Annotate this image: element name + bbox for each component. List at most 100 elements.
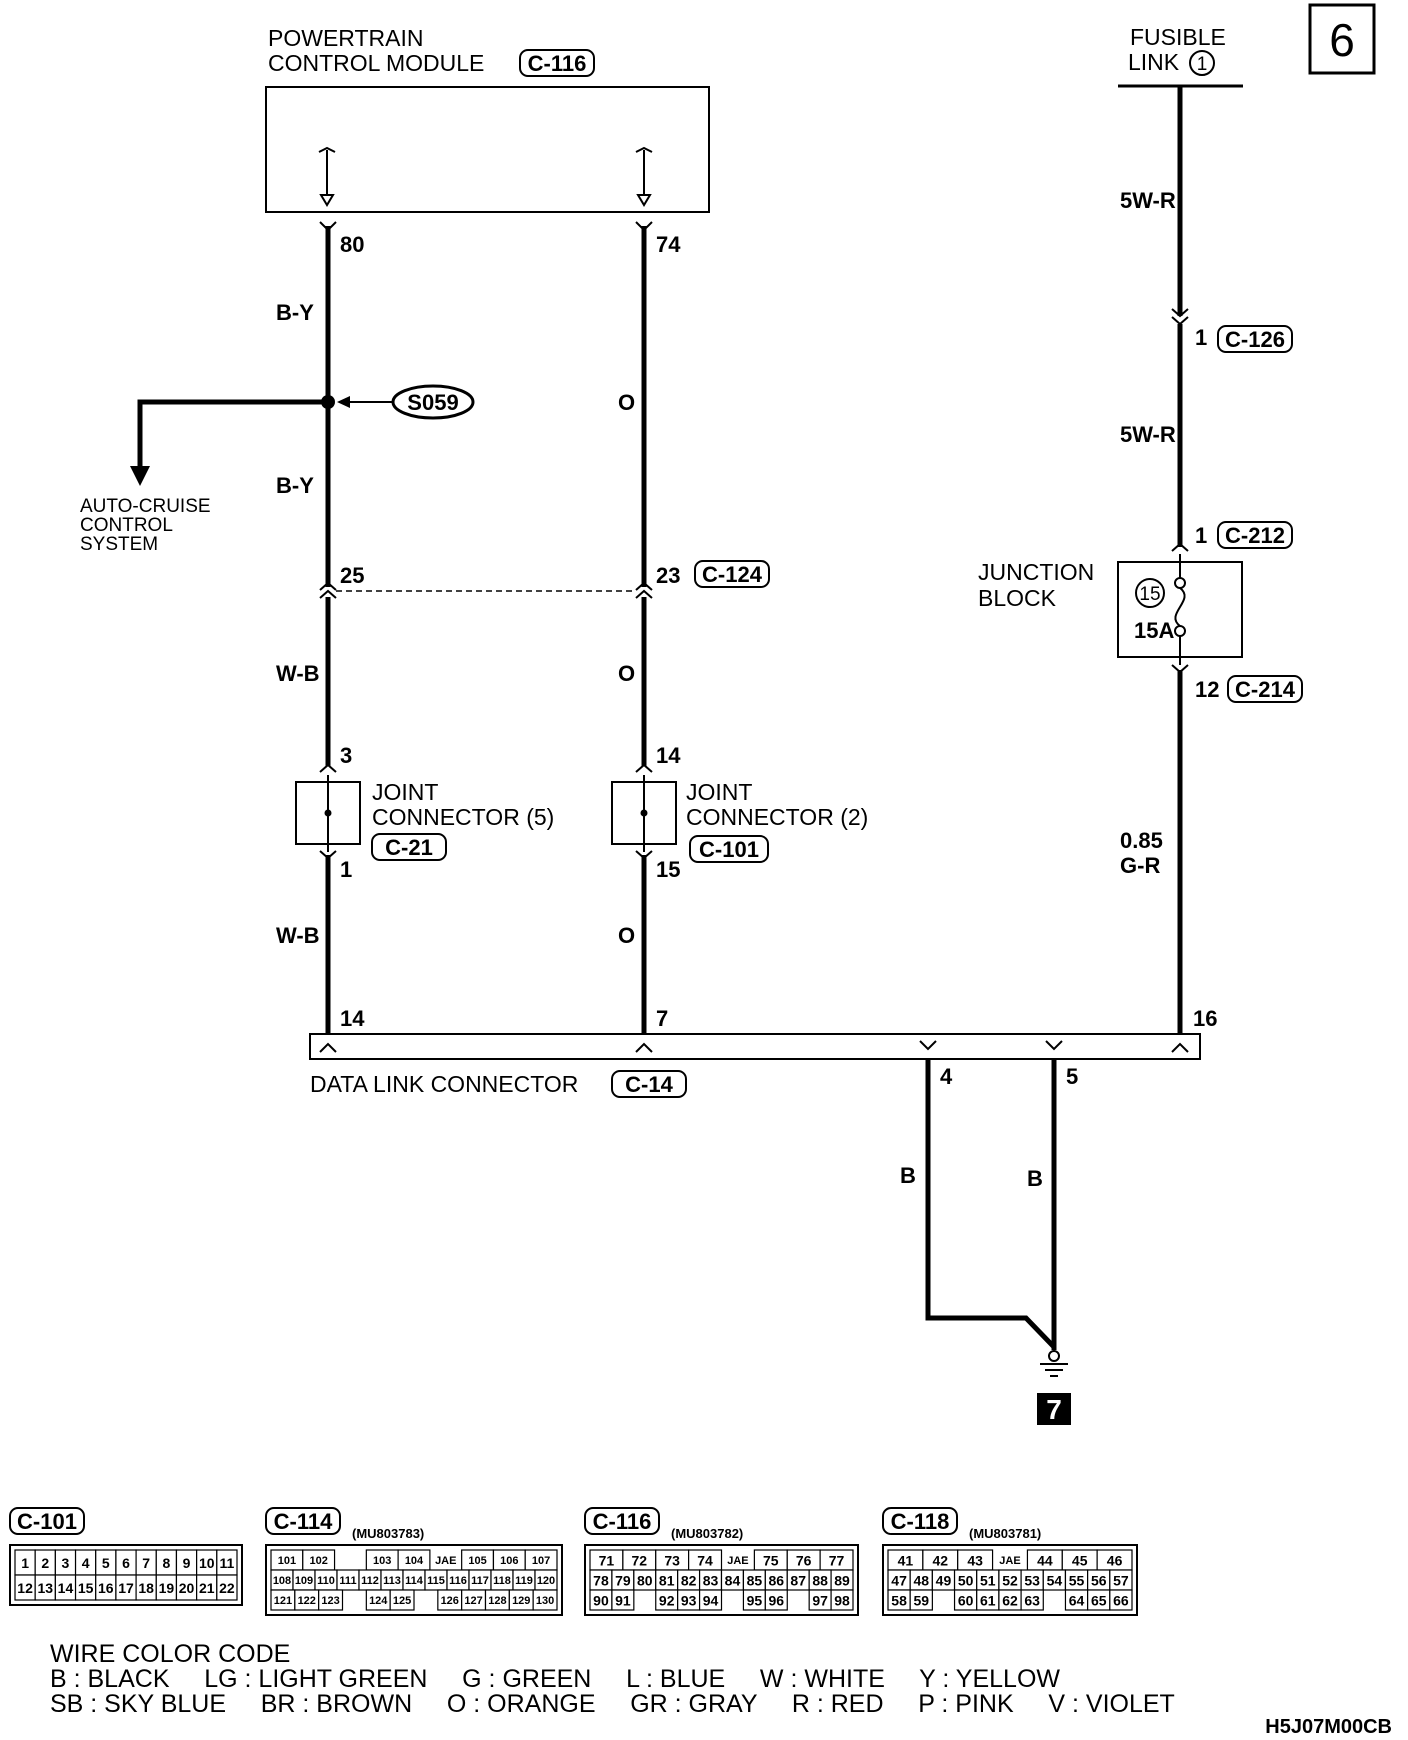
pin-c212-label: 1 — [1195, 523, 1207, 548]
pin-14-jc2-label: 14 — [656, 743, 681, 768]
connector-pin-number: 47 — [891, 1572, 907, 1588]
junction-block-line1: JUNCTION — [978, 559, 1094, 585]
c126-connector-label: C-126 — [1225, 327, 1285, 352]
pcm-title-line1: POWERTRAIN — [268, 25, 423, 51]
wire-a4-color: W-B — [276, 923, 320, 948]
joint-connector-2-line2: CONNECTOR (2) — [686, 804, 868, 830]
connector-pin-number: 48 — [913, 1572, 929, 1588]
dlc-pin-mark-5 — [1045, 1040, 1063, 1051]
connector-pin-number: 77 — [829, 1552, 845, 1568]
pin-1-jc5-label: 1 — [340, 857, 352, 882]
connector-pin-number: 19 — [159, 1580, 175, 1596]
connector-view-tag — [9, 1507, 85, 1535]
connector-pin-number: 52 — [1002, 1572, 1018, 1588]
connector-view-id: C-101 — [17, 1509, 77, 1534]
data-link-connector-label: DATA LINK CONNECTOR — [310, 1071, 578, 1097]
connector-view-id: C-114 — [274, 1509, 333, 1534]
branch-to-auto-cruise — [137, 399, 328, 470]
connector-view-id: C-116 — [593, 1509, 652, 1534]
pin-c214-label: 12 — [1195, 677, 1219, 702]
c101-connector-label: C-101 — [699, 837, 759, 862]
connector-pin-number: 87 — [790, 1572, 806, 1588]
connector-pin-number: 21 — [199, 1580, 215, 1596]
connector-pin-number: 66 — [1113, 1592, 1129, 1608]
connector-pin-number: 85 — [747, 1572, 763, 1588]
connector-pin-number: JAE — [727, 1555, 748, 1567]
connector-cavity — [611, 1589, 635, 1611]
wire-color-code-line1: B : BLACK LG : LIGHT GREEN G : GREEN L :… — [50, 1665, 1060, 1693]
connector-pin-number: 11 — [220, 1555, 235, 1571]
connector-pin-number: 51 — [980, 1572, 996, 1588]
connector-pin-number: 83 — [703, 1572, 719, 1588]
auto-cruise-line2: CONTROL — [80, 515, 173, 536]
wire-c2-color: 5W-R — [1120, 422, 1176, 447]
splice-pointer-arrow — [337, 396, 350, 408]
c101-connector-tag — [689, 835, 769, 863]
connector-pin-number: 53 — [1024, 1572, 1040, 1588]
connector-pin-number: 112 — [361, 1575, 379, 1587]
connector-pin-number: 110 — [317, 1575, 335, 1587]
connector-pin-number: 75 — [763, 1552, 779, 1568]
c214-connector-tag — [1227, 675, 1303, 703]
pin-mark-25-bottom — [319, 589, 337, 599]
connector-pin-number: 107 — [532, 1555, 550, 1567]
wire-c1-color: 5W-R — [1120, 188, 1176, 213]
pin-25-label: 25 — [340, 563, 364, 588]
connector-pin-number: 104 — [405, 1555, 424, 1567]
connector-pin-number: 63 — [1024, 1592, 1040, 1608]
connector-pin-number: 71 — [599, 1552, 615, 1568]
connector-pin-number: 80 — [637, 1572, 653, 1588]
auto-cruise-line1: AUTO-CRUISE — [80, 496, 211, 517]
connector-pin-number: 111 — [339, 1575, 356, 1587]
wire-b1-color: O — [618, 390, 635, 415]
c14-connector-tag — [611, 1070, 687, 1098]
connector-pin-number: 106 — [500, 1555, 518, 1567]
connector-pin-number: 60 — [958, 1592, 974, 1608]
connector-pin-number: 116 — [449, 1575, 467, 1587]
joint-connector-5-line2: CONNECTOR (5) — [372, 804, 554, 830]
connector-pin-number: 22 — [219, 1580, 235, 1596]
c212-connector-tag — [1217, 521, 1293, 549]
connector-pin-number: 5 — [102, 1555, 110, 1571]
dlc-pin-14-label: 14 — [340, 1006, 365, 1031]
pin-23-label: 23 — [656, 563, 680, 588]
auto-cruise-line3: SYSTEM — [80, 534, 158, 555]
connector-pin-number: 128 — [488, 1595, 506, 1607]
connector-pin-number: 121 — [274, 1595, 292, 1607]
dlc-pin-7-label: 7 — [656, 1006, 668, 1031]
ground-symbol-icon — [1040, 1350, 1068, 1377]
connector-pin-number: 15 — [78, 1580, 94, 1596]
connector-pin-number: 58 — [891, 1592, 907, 1608]
fuse-number-circle — [1135, 578, 1165, 608]
connector-pin-number: 49 — [936, 1572, 952, 1588]
connector-pin-number: 89 — [834, 1572, 850, 1588]
joint-connector-5-dot — [324, 809, 332, 817]
ground-badge-box — [1037, 1393, 1071, 1425]
connector-pin-number: 114 — [405, 1575, 424, 1587]
connector-pin-number: 7 — [142, 1555, 150, 1571]
connector-pin-number: 45 — [1072, 1552, 1088, 1568]
pin-c126-label: 1 — [1195, 325, 1207, 350]
connector-pin-number: 16 — [98, 1580, 114, 1596]
ground-badge: 7 — [1046, 1394, 1062, 1425]
connector-pin-number: 82 — [681, 1572, 697, 1588]
connector-cavity — [764, 1589, 788, 1611]
pin-80-label: 80 — [340, 232, 364, 257]
pin-mark-25-top — [319, 581, 337, 591]
connector-pin-number: 62 — [1002, 1592, 1018, 1608]
connector-view-tag — [882, 1507, 958, 1535]
connector-pin-number: 76 — [796, 1552, 812, 1568]
page-badge: 6 — [1329, 14, 1355, 66]
pin-74-label: 74 — [656, 232, 681, 257]
dlc-pin-4-label: 4 — [940, 1064, 953, 1089]
connector-pin-number: 57 — [1113, 1572, 1129, 1588]
connector-pin-number: 17 — [118, 1580, 134, 1596]
connector-pin-number: 119 — [515, 1575, 533, 1587]
c214-connector-label: C-214 — [1235, 677, 1296, 702]
fusible-link-line2: LINK — [1128, 49, 1180, 75]
connector-cavity — [1020, 1589, 1044, 1611]
wire-a1-color: B-Y — [276, 300, 314, 325]
wire-b2-color: O — [618, 661, 635, 686]
